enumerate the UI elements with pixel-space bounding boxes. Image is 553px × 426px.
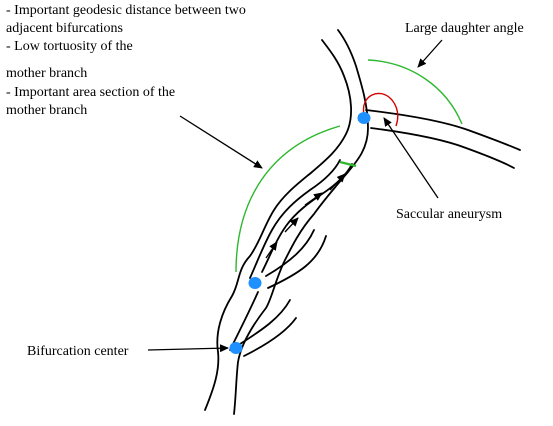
side-branch-upper-wall [265,229,315,277]
flow-arrow-1 [265,241,278,259]
area-section-marker [339,160,357,168]
geodesic-distance-arc [235,125,341,273]
trunk-left-wall [204,39,352,411]
pointer-arrows [147,39,443,353]
vessel-tree [204,29,521,415]
side-branch-lower-wall [267,235,327,289]
daughter-angle-arc [367,59,463,125]
bifurcation-center-upper [357,112,371,124]
lower-side-branch-lower-wall [243,317,297,357]
criteria-line-3: - Low tortuosity of the [6,39,133,54]
flow-arrow-3 [304,192,323,206]
saccular-aneurysm [362,92,399,127]
aneurysm-label: Saccular aneurysm [396,207,502,222]
flow-arrow-2 [284,217,299,233]
daughter-angle-pointer-arrow [417,39,443,68]
criteria-pointer-arrow [179,115,263,169]
criteria-line-4: mother branch [6,66,87,81]
mid-branch-left-wall [249,159,341,279]
criteria-line-6: mother branch [6,103,87,118]
criteria-line-1: - Important geodesic distance between tw… [6,3,246,18]
daughter-angle-label: Large daughter angle [405,21,524,36]
flow-arrow-4 [329,173,346,191]
bifurcation-center-pointer-arrow [147,344,229,353]
bifurcation-centers [229,112,371,354]
flow-arrows [265,173,346,259]
bifurcation-center-label: Bifurcation center [27,344,129,359]
criteria-line-2: adjacent bifurcations [6,21,123,36]
lower-side-branch-upper-wall [239,299,291,345]
aneurysm-pointer-arrow [383,117,439,199]
bifurcation-center-middle [248,277,262,289]
criteria-line-5: - Important area section of the [6,85,175,100]
daughter-branch-upper-wall [365,109,521,151]
daughter-branch-lower-wall [370,127,515,169]
criteria-text: - Important geodesic distance between tw… [6,3,246,118]
bifurcation-center-lower [229,342,243,354]
trunk-right-wall [233,29,369,415]
